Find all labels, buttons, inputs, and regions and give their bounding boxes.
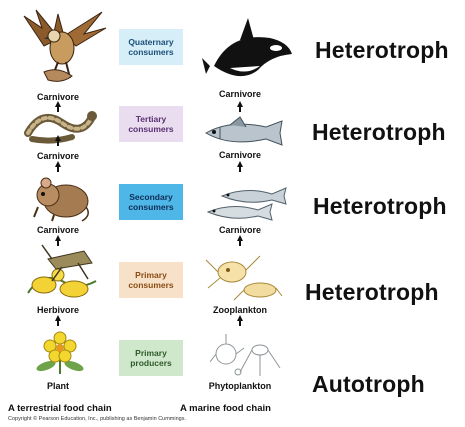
terrestrial-arrow-5 <box>55 101 61 107</box>
marine-caption-tertiary: Carnivore <box>200 150 280 160</box>
hawk-illustration <box>14 6 110 86</box>
terrestrial-caption-producer: Plant <box>18 381 98 391</box>
marine-caption-secondary: Carnivore <box>200 225 280 235</box>
level-box-quaternary: Quaternary consumers <box>119 29 183 65</box>
terrestrial-arrow-1 <box>55 135 61 141</box>
level-box-secondary: Secondary consumers <box>119 184 183 220</box>
trophic-label-secondary: Heterotroph <box>313 193 447 220</box>
trophic-label-quaternary: Heterotroph <box>315 37 449 64</box>
trophic-label-producers: Autotroph <box>312 371 425 398</box>
level-box-producers: Primary producers <box>119 340 183 376</box>
marine-chain-label: A marine food chain <box>180 403 271 414</box>
terrestrial-caption-primary: Herbivore <box>18 305 98 315</box>
zooplankton-illustration <box>204 248 284 304</box>
terrestrial-caption-secondary: Carnivore <box>18 225 98 235</box>
terrestrial-arrow-4 <box>55 315 61 321</box>
marine-arrow-3 <box>237 235 243 241</box>
flowering-plant-illustration <box>30 330 90 376</box>
tuna-illustration <box>200 115 296 151</box>
copyright-notice: Copyright © Pearson Education, Inc., pub… <box>8 416 186 422</box>
marine-arrow-2 <box>237 161 243 167</box>
terrestrial-caption-tertiary: Carnivore <box>18 151 98 161</box>
phytoplankton-illustration <box>210 332 282 380</box>
terrestrial-chain-label: A terrestrial food chain <box>8 403 112 414</box>
terrestrial-arrow-3 <box>55 235 61 241</box>
small-fish-illustration <box>202 182 294 224</box>
marine-caption-quaternary: Carnivore <box>200 89 280 99</box>
trophic-label-tertiary: Heterotroph <box>312 119 446 146</box>
trophic-label-primary: Heterotroph <box>305 279 439 306</box>
marine-caption-producer: Phytoplankton <box>200 381 280 391</box>
level-box-primary: Primary consumers <box>119 262 183 298</box>
killer-whale-illustration <box>200 14 296 86</box>
terrestrial-arrow-2 <box>55 161 61 167</box>
marine-arrow-4 <box>237 315 243 321</box>
grasshopper-plant-illustration <box>22 241 102 301</box>
marine-arrow-1 <box>237 101 243 107</box>
mouse-illustration <box>30 171 94 223</box>
level-box-tertiary: Tertiary consumers <box>119 106 183 142</box>
marine-caption-primary: Zooplankton <box>200 305 280 315</box>
